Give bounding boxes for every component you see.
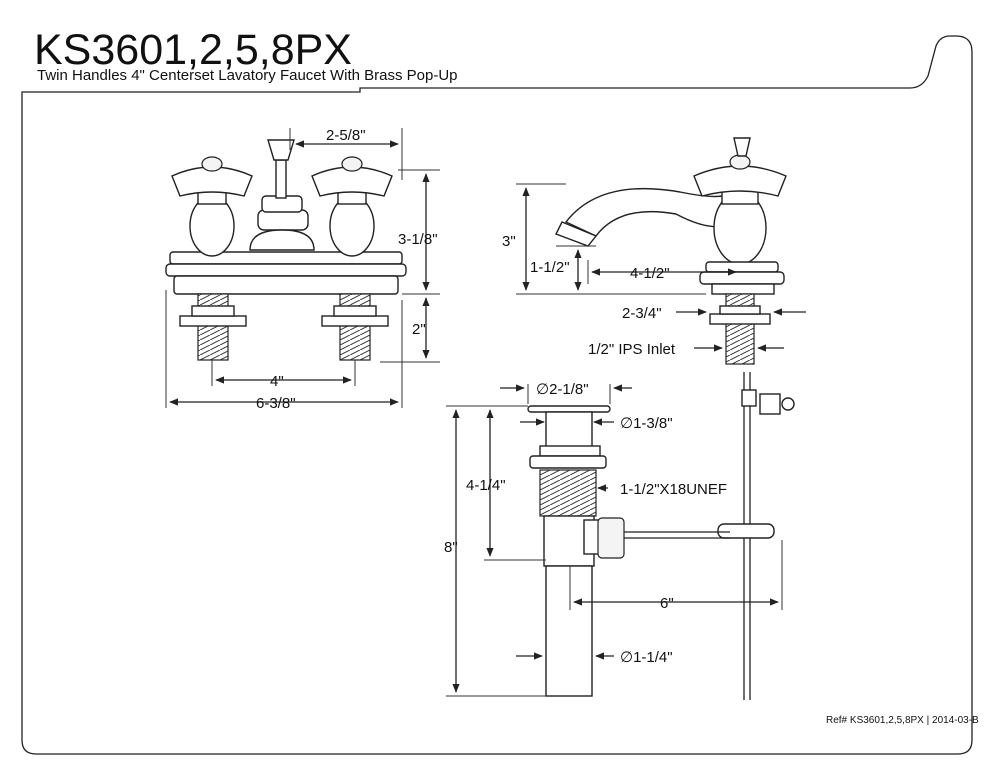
overall-width-dim: 6-3/8" (256, 395, 296, 412)
subtitle: Twin Handles 4" Centerset Lavatory Fauce… (37, 67, 458, 84)
popup-drain (527, 405, 730, 697)
front-dimensions: 2-5/8" 3-1/8" 2" 4" 6-3/8" (165, 127, 440, 412)
inlet-label: 1/2" IPS Inlet (588, 341, 676, 358)
centers-dim: 4" (270, 373, 284, 390)
lift-rod-assembly (717, 372, 795, 700)
overall-length-dim: 8" (444, 539, 458, 556)
body-height-dim: 3-1/8" (398, 231, 438, 248)
spout-reach-dim: 4-1/2" (630, 265, 670, 282)
spout-clearance-dim: 1-1/2" (530, 259, 570, 276)
thread-spec-label: 1-1/2"X18UNEF (620, 481, 727, 498)
shank-diameter-dim: 2-3/4" (622, 305, 662, 322)
reference-code: Ref# KS3601,2,5,8PX | 2014-03-B (826, 715, 979, 726)
rod-length-dim: 6" (660, 595, 674, 612)
spout-to-handle-dim: 2-5/8" (326, 127, 366, 144)
tailpiece-diameter-dim: ∅1-1/4" (620, 649, 673, 666)
shank-length-dim: 2" (412, 321, 426, 338)
body-length-dim: 4-1/4" (466, 477, 506, 494)
model-title: KS3601,2,5,8PX (34, 26, 352, 74)
side-dimensions: 3" 1-1/2" 4-1/2" 2-3/4" 1/2" IPS Inlet (502, 183, 806, 358)
side-view-faucet (555, 137, 787, 365)
front-view-faucet (165, 139, 407, 361)
sheet-border (21, 35, 973, 755)
spout-height-dim: 3" (502, 233, 516, 250)
flange-diameter-dim: ∅2-1/8" (536, 381, 589, 398)
stopper-diameter-dim: ∅1-3/8" (620, 415, 673, 432)
popup-dimensions: ∅2-1/8" ∅1-3/8" 4-1/4" 1-1/2"X18UNEF 8" … (444, 381, 783, 697)
